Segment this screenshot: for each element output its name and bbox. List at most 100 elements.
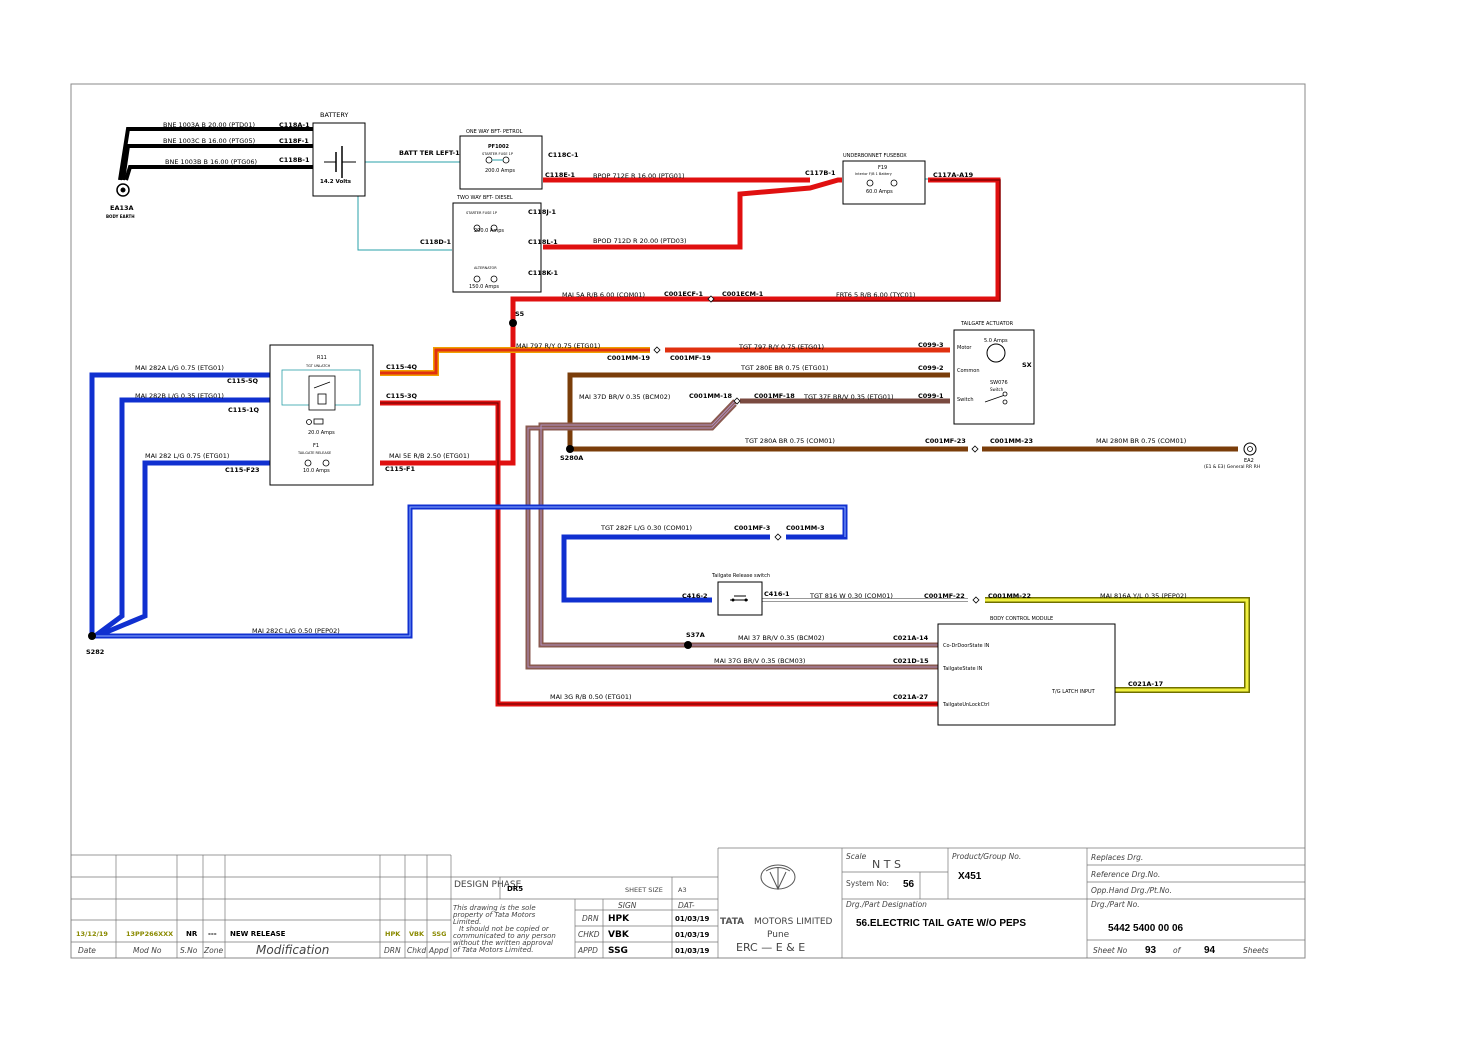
connector-label: C001MM-3 — [786, 524, 825, 532]
wire-label: MAI 37D BR/V 0.35 (BCM02) — [579, 393, 670, 401]
connector-label: C115-4Q — [386, 363, 418, 371]
system-label: System No: — [846, 879, 889, 888]
hdr-appd: Appd — [428, 946, 449, 955]
connector-label: C118B-1 — [279, 156, 310, 164]
two-way-bft-fusebox[interactable] — [452, 202, 542, 293]
connector-label: C118C-1 — [548, 151, 579, 159]
bcm-title: BODY CONTROL MODULE — [990, 616, 1053, 622]
battery[interactable] — [312, 122, 366, 197]
relay-fuse-label: TAILGATE RELEASE — [297, 451, 331, 455]
actuator-switch: Switch — [957, 397, 974, 403]
connector-label: S280A — [560, 454, 583, 462]
actuator-amps: 5.0 Amps — [984, 338, 1008, 344]
rev-drn: HPK — [385, 930, 401, 938]
part-designation: 56.ELECTRIC TAIL GATE W/O PEPS — [856, 918, 1026, 929]
product-label: Product/Group No. — [952, 852, 1021, 861]
wire-label: TGT 280E BR 0.75 (ETG01) — [740, 364, 828, 372]
two-way-f1-amps: 200.0 Amps — [474, 228, 504, 234]
relay-fuse-amps: 10.0 Amps — [303, 468, 330, 474]
revision-header: Date Mod No S.No Zone Modification DRN C… — [78, 943, 449, 957]
hdr-sno: S.No — [180, 946, 198, 955]
two-way-f2-label: ALTERNATOR — [474, 266, 497, 270]
earth-ea2-icon — [1243, 442, 1257, 456]
two-way-title: TWO WAY BFT- DIESEL — [456, 195, 513, 201]
wire-label: BPOD 712D R 20.00 (PTD03) — [593, 237, 687, 245]
battery-title: BATTERY — [320, 111, 348, 119]
notice-line: Limited. — [453, 918, 481, 926]
wire-labels: BPOP 712E R 16.00 (PTG01) BPOD 712D R 20… — [135, 172, 1187, 701]
company-dept: ERC — E & E — [736, 941, 805, 954]
wire-label: MAI 282A L/G 0.75 (ETG01) — [135, 364, 224, 372]
tailgate-release-switch[interactable] — [717, 581, 763, 616]
design-phase: DR5 — [507, 885, 523, 893]
wire-label: TGT 37F BR/V 0.35 (ETG01) — [803, 393, 894, 401]
one-way-fuse-label: STARTER FUSE 1P — [482, 152, 513, 156]
connector-label: C118F-1 — [279, 137, 309, 145]
bcm-pin: Co-DrDoorState IN — [943, 643, 990, 649]
earth-ea2-label: EA2 — [1244, 458, 1254, 464]
chkd-name: VBK — [608, 930, 630, 940]
connector-label: C115-5Q — [227, 377, 259, 385]
tailgate-actuator[interactable] — [953, 329, 1035, 425]
connector-label: C001MF-22 — [924, 592, 965, 600]
part-no-label: Drg./Part No. — [1091, 900, 1140, 909]
wire-label: TGT 282F L/G 0.30 (COM01) — [600, 524, 692, 532]
rev-appd: SSG — [432, 930, 446, 938]
tata-logo-icon — [760, 864, 796, 891]
connector-label: C115-1Q — [228, 406, 260, 414]
connector-label: C001MM-23 — [990, 437, 1033, 445]
design-phase-label: DESIGN PHASE — [454, 880, 522, 890]
part-no: 5442 5400 00 06 — [1108, 923, 1184, 934]
connector-label: C115-F1 — [385, 465, 415, 473]
dat-label: DAT- — [678, 901, 695, 910]
scale-label: Scale — [846, 852, 867, 861]
wire-label: MAI 5E R/B 2.50 (ETG01) — [389, 452, 470, 460]
wire-label: MAI 5A R/B 6.00 (COM01) — [562, 291, 645, 299]
actuator-common: Common — [957, 368, 980, 374]
underbonnet-fusebox[interactable] — [842, 160, 926, 205]
wire-label: MAI 282B L/G 0.35 (ETG01) — [135, 392, 224, 400]
connector-label: C115-F23 — [225, 466, 260, 474]
hdr-zone: Zone — [203, 946, 223, 955]
one-way-fuse: PF1002 — [488, 144, 510, 150]
connector-label: C001ECM-1 — [722, 290, 764, 298]
sheet-border — [70, 83, 1306, 959]
notice-line: It should not be copied or — [459, 925, 550, 933]
connector-label: C118L-1 — [528, 238, 558, 246]
notice-line: communicated to any person — [453, 932, 556, 940]
actuator-motor: Motor — [957, 345, 972, 351]
rev-chkd: VBK — [409, 930, 425, 938]
relay-fusebox[interactable] — [269, 344, 374, 486]
drn-date: 01/03/19 — [675, 915, 709, 923]
connector-label: C118K-1 — [528, 269, 559, 277]
connector-label: C021A-27 — [893, 693, 928, 701]
chkd-date: 01/03/19 — [675, 931, 709, 939]
notice-line: property of Tata Motors — [452, 911, 536, 919]
connector-label: S5 — [515, 310, 525, 318]
tailgate-switch-title: Tailgate Release switch — [711, 573, 770, 579]
system-value: 56 — [903, 879, 915, 890]
battery-volts: 14.2 Volts — [320, 179, 352, 185]
red-black-wires — [380, 296, 940, 707]
inline-connector-icons — [653, 295, 980, 604]
bcm-pin: T/G LATCH INPUT — [1051, 689, 1096, 695]
wire-label: MAI 37 BR/V 0.35 (BCM02) — [738, 634, 824, 642]
sheets-label: Sheets — [1243, 946, 1269, 955]
rev-sno: NR — [186, 930, 198, 938]
one-way-bft-fusebox[interactable] — [459, 135, 543, 190]
hdr-modification: Modification — [256, 943, 329, 957]
connector-label: C001ECF-1 — [664, 290, 703, 298]
actuator-switch-sub: Switch — [990, 387, 1004, 392]
sheet-total: 94 — [1204, 945, 1216, 956]
underbonnet-amps: 60.0 Amps — [866, 189, 893, 195]
hdr-drn: DRN — [384, 946, 401, 955]
connector-label: C021D-15 — [893, 657, 929, 665]
body-control-module[interactable] — [937, 623, 1116, 726]
appd-label: APPD — [577, 946, 598, 955]
connector-label: C099-1 — [918, 392, 944, 400]
of-label: of — [1173, 946, 1182, 955]
connector-label: C021A-14 — [893, 634, 929, 642]
connector-label: C001MM-18 — [689, 392, 732, 400]
earth-ea13a-sub: BODY EARTH — [106, 214, 135, 219]
